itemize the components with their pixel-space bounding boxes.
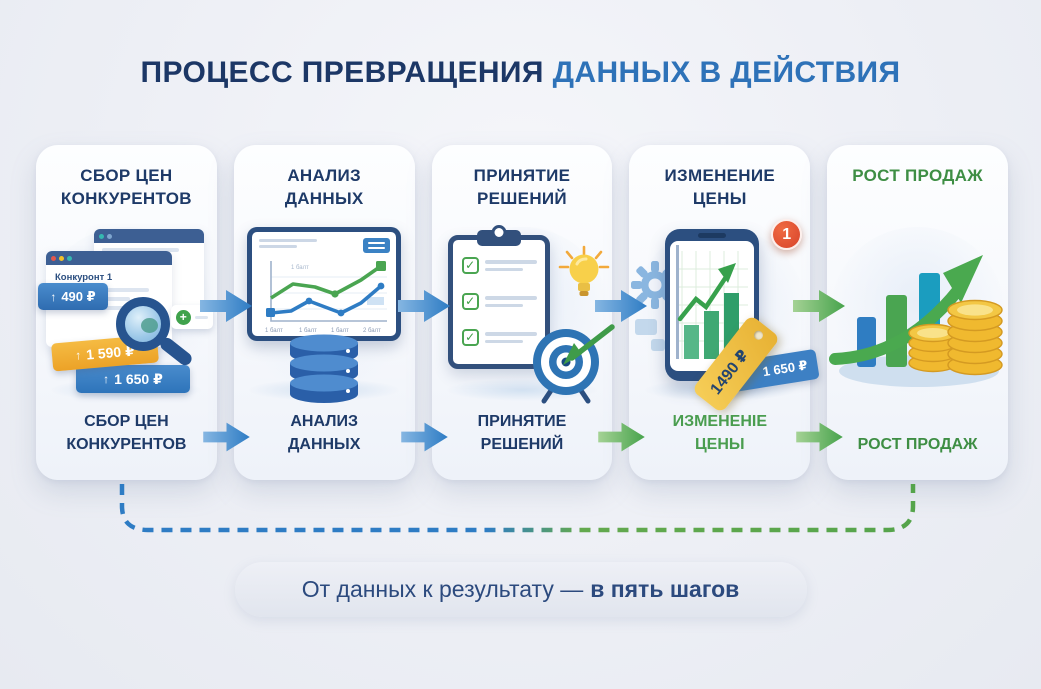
monitor-icon: 1 балт 1 балт 1 балт 1 балт 2 балт bbox=[247, 227, 402, 341]
step-illustration-price-change: 1 1 650 ₽ 1490 ₽ bbox=[629, 219, 820, 414]
process-steps-row: СБОР ЦЕН КОНКУРЕНТОВ Конкуронт 1 ↑490 ₽ … bbox=[36, 145, 1008, 480]
growth-arrow-icon bbox=[828, 255, 983, 365]
competitor-label: Конкуронт 1 bbox=[55, 272, 113, 283]
lightbulb-icon bbox=[559, 245, 610, 296]
step-illustration-decision-making: ✓ ✓ ✓ bbox=[432, 223, 616, 404]
phone-notch bbox=[698, 233, 727, 238]
checkbox-checked-icon: ✓ bbox=[461, 329, 479, 346]
connector-dashed-line bbox=[119, 484, 916, 533]
step-title: ИЗМЕНЕНИЕ ЦЕНЫ bbox=[664, 166, 776, 208]
price-badge: ↑490 ₽ bbox=[38, 283, 108, 310]
arrow-right-icon bbox=[400, 422, 448, 452]
arrow-right-icon bbox=[796, 422, 843, 452]
step-sublabel: ПРИНЯТИЕ РЕШЕНИЙ bbox=[477, 413, 567, 453]
step-card-sales-growth: РОСТ ПРОДАЖ bbox=[827, 145, 1008, 480]
x-tick: 1 балт bbox=[331, 328, 349, 334]
arrow-right-icon bbox=[598, 422, 646, 452]
coins-icon bbox=[907, 299, 1003, 376]
step-illustration-collect-prices: Конкуронт 1 ↑490 ₽ + ↑1 590 ₽ ↑1 650 ₽ bbox=[36, 223, 217, 401]
database-icon bbox=[290, 334, 359, 403]
arrow-right-icon bbox=[793, 290, 846, 322]
up-arrow-icon: ↑ bbox=[74, 348, 82, 363]
step-title: РОСТ ПРОДАЖ bbox=[852, 166, 983, 185]
step-sublabel: АНАЛИЗ ДАННЫХ bbox=[287, 413, 361, 453]
step-illustration-sales-growth bbox=[827, 223, 1008, 401]
x-tick: 2 балт bbox=[363, 328, 381, 334]
step-card-data-analysis: АНАЛИЗ ДАННЫХ 1 балт bbox=[233, 145, 450, 480]
chart-legend: 1 балт bbox=[291, 265, 309, 271]
arrow-right-icon bbox=[199, 290, 252, 322]
step-illustration-data-analysis: 1 балт 1 балт 1 балт 1 балт 2 балт bbox=[234, 223, 415, 403]
page-title-accent: ДАННЫХ В ДЕЙСТВИЯ bbox=[552, 56, 901, 89]
plus-icon: + bbox=[175, 309, 191, 325]
step-title: СБОР ЦЕН КОНКУРЕНТОВ bbox=[60, 166, 192, 208]
footer-text-bold: в пять шагов bbox=[590, 576, 740, 602]
screen-button bbox=[363, 238, 391, 253]
clipboard-icon: ✓ ✓ ✓ bbox=[447, 230, 550, 369]
checkbox-checked-icon: ✓ bbox=[461, 257, 479, 274]
step-title: АНАЛИЗ ДАННЫХ bbox=[284, 166, 364, 208]
page-title-main: ПРОЦЕСС ПРЕВРАЩЕНИЯ bbox=[140, 56, 544, 89]
line-chart: 1 балт 1 балт 1 балт 1 балт 2 балт bbox=[265, 261, 388, 334]
x-tick: 1 балт bbox=[265, 328, 283, 334]
price-badge: ↑1 650 ₽ bbox=[76, 365, 190, 393]
footer-banner: От данных к результату — в пять шагов bbox=[234, 562, 807, 617]
decor-block bbox=[651, 339, 666, 351]
step-sublabel: ИЗМЕНЕНIЕ ЦЕНЫ bbox=[672, 413, 767, 453]
step-sublabel: СБОР ЦЕН КОНКУРЕНТОВ bbox=[66, 413, 187, 453]
arrow-right-icon bbox=[397, 290, 450, 322]
decor-block bbox=[635, 319, 658, 335]
target-icon bbox=[533, 324, 616, 404]
step-sublabel: РОСТ ПРОДАЖ bbox=[857, 435, 978, 453]
step-card-collect-prices: СБОР ЦЕН КОНКУРЕНТОВ Конкуронт 1 ↑490 ₽ … bbox=[36, 145, 252, 480]
step-card-decision-making: ПРИНЯТИЕ РЕШЕНИЙ ✓ ✓ ✓ bbox=[431, 145, 648, 480]
page-title: ПРОЦЕСС ПРЕВРАЩЕНИЯ ДАННЫХ В ДЕЙСТВИЯ bbox=[0, 56, 1041, 90]
sales-growth-graphic bbox=[828, 255, 1003, 387]
smartphone-icon bbox=[665, 229, 760, 381]
arrow-right-icon bbox=[595, 290, 648, 322]
checkbox-checked-icon: ✓ bbox=[461, 293, 479, 310]
notification-badge: 1 bbox=[771, 219, 803, 250]
x-tick: 1 балт bbox=[299, 328, 317, 334]
up-arrow-icon: ↑ bbox=[50, 289, 57, 304]
clipboard-clip bbox=[476, 230, 521, 246]
up-arrow-icon: ↑ bbox=[103, 372, 110, 386]
arrow-right-icon bbox=[203, 422, 250, 452]
step-title: ПРИНЯТИЕ РЕШЕНИЙ bbox=[473, 166, 571, 208]
footer-text: От данных к результату — bbox=[301, 576, 584, 602]
step-card-price-change: ИЗМЕНЕНИЕ ЦЕНЫ bbox=[629, 145, 846, 480]
